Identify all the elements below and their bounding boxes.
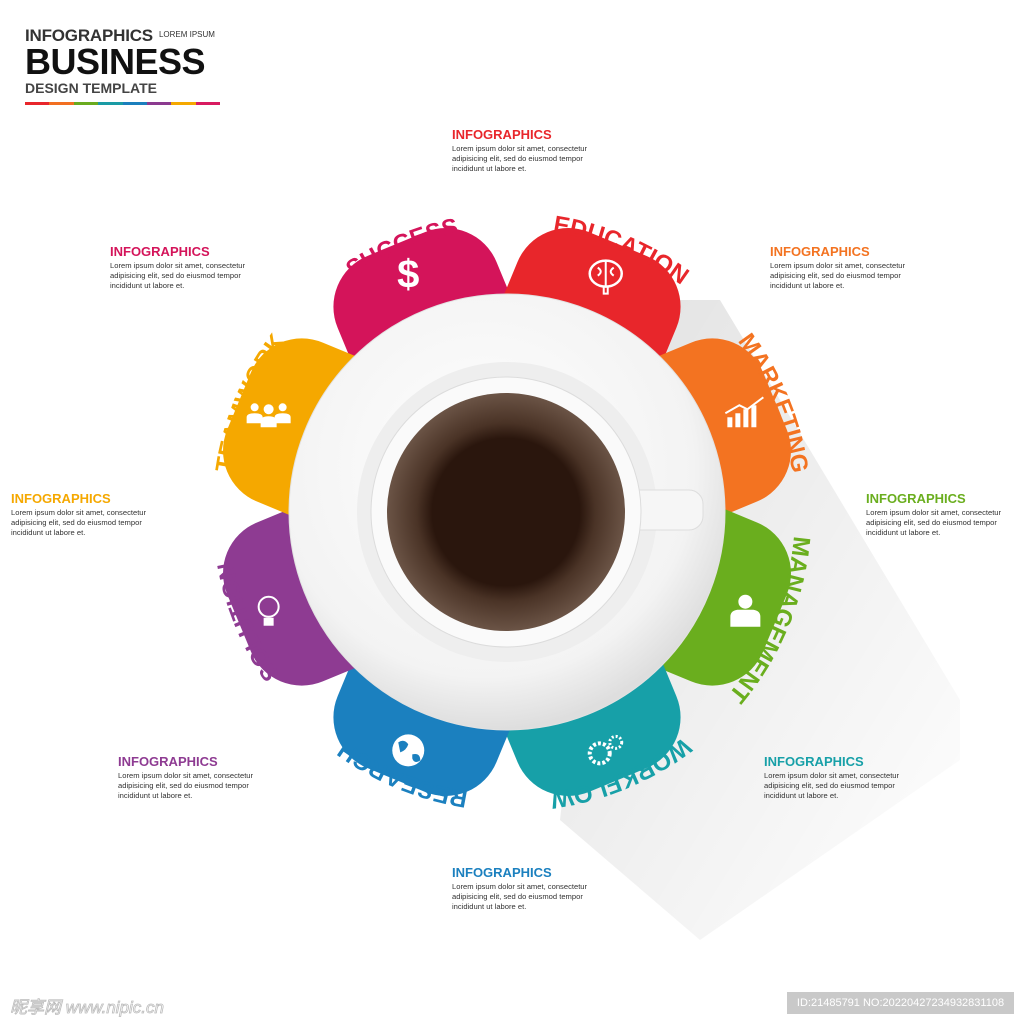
info-title: INFOGRAPHICS xyxy=(118,754,218,769)
color-bar-segment xyxy=(73,102,99,105)
brain-icon xyxy=(588,259,623,295)
info-block: INFOGRAPHICS Lorem ipsum dolor sit amet, … xyxy=(770,244,920,291)
info-title: INFOGRAPHICS xyxy=(770,244,870,259)
gears-icon xyxy=(587,734,624,766)
info-text: Lorem ipsum dolor sit amet, consectetur … xyxy=(452,144,588,173)
info-text: Lorem ipsum dolor sit amet, consectetur … xyxy=(866,508,1002,537)
info-title: INFOGRAPHICS xyxy=(866,491,966,506)
title-small: LOREM IPSUM xyxy=(158,30,215,39)
color-bar-segment xyxy=(98,102,123,105)
info-block: INFOGRAPHICS Lorem ipsum dolor sit amet, … xyxy=(764,754,914,801)
info-text: Lorem ipsum dolor sit amet, consectetur … xyxy=(11,508,147,537)
title-line1: INFOGRAPHICS xyxy=(25,26,153,45)
color-bar xyxy=(25,102,220,105)
info-title: INFOGRAPHICS xyxy=(452,865,552,880)
info-block: INFOGRAPHICS Lorem ipsum dolor sit amet, … xyxy=(110,244,260,291)
title-sub: DESIGN TEMPLATE xyxy=(25,80,157,96)
color-bar-segment xyxy=(146,102,172,105)
info-text: Lorem ipsum dolor sit amet, consectetur … xyxy=(770,261,906,290)
globe-icon xyxy=(392,734,425,767)
info-block: INFOGRAPHICS Lorem ipsum dolor sit amet, … xyxy=(866,491,1016,538)
info-text: Lorem ipsum dolor sit amet, consectetur … xyxy=(118,771,254,800)
color-bar-segment xyxy=(25,102,50,105)
svg-text:$: $ xyxy=(397,253,419,297)
watermark-id: ID:21485791 NO:20220427234932831108 xyxy=(787,992,1014,1014)
info-block: INFOGRAPHICS Lorem ipsum dolor sit amet, … xyxy=(452,865,602,912)
color-bar-segment xyxy=(171,102,196,105)
team-icon xyxy=(246,403,291,428)
watermark-site: 昵享网 www.nipic.cn xyxy=(10,998,165,1018)
color-bar-segment xyxy=(122,102,147,105)
coffee xyxy=(387,393,625,631)
info-title: INFOGRAPHICS xyxy=(452,127,552,142)
dollar-icon: $ xyxy=(397,253,419,297)
businessman-icon xyxy=(730,594,761,627)
lightbulb-icon xyxy=(257,595,280,626)
title-main: BUSINESS xyxy=(25,41,206,82)
info-text: Lorem ipsum dolor sit amet, consectetur … xyxy=(452,882,588,911)
info-block: INFOGRAPHICS Lorem ipsum dolor sit amet, … xyxy=(118,754,268,801)
color-bar-segment xyxy=(49,102,74,105)
info-text: Lorem ipsum dolor sit amet, consectetur … xyxy=(764,771,900,800)
color-bar-segment xyxy=(195,102,220,105)
info-title: INFOGRAPHICS xyxy=(11,491,111,506)
info-block: INFOGRAPHICS Lorem ipsum dolor sit amet, … xyxy=(452,127,602,174)
title-block: INFOGRAPHICS LOREM IPSUM BUSINESS DESIGN … xyxy=(25,26,220,105)
info-block: INFOGRAPHICS Lorem ipsum dolor sit amet, … xyxy=(11,491,161,538)
info-title: INFOGRAPHICS xyxy=(764,754,864,769)
bar-chart-icon xyxy=(724,396,764,428)
info-text: Lorem ipsum dolor sit amet, consectetur … xyxy=(110,261,246,290)
info-title: INFOGRAPHICS xyxy=(110,244,210,259)
